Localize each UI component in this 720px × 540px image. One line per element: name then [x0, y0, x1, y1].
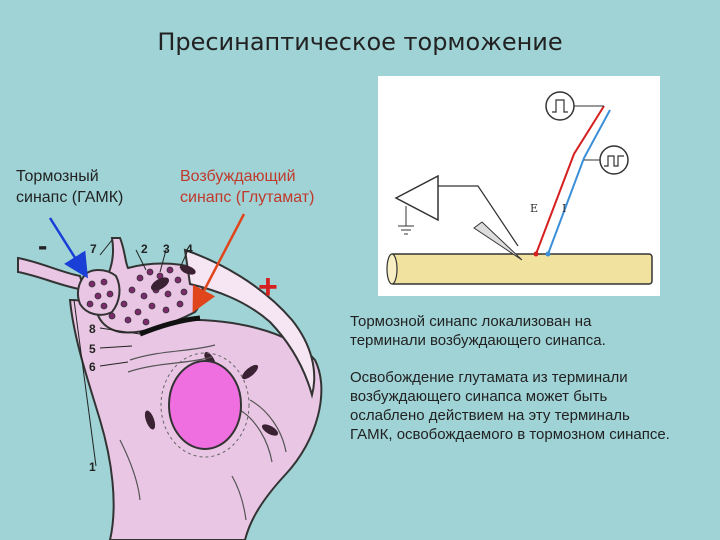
inhibitory-arrow [50, 218, 84, 272]
number-label-1: 1 [89, 460, 96, 474]
number-label-3: 3 [163, 242, 170, 256]
inhibitory-axon [18, 258, 84, 290]
number-label-2: 2 [141, 242, 148, 256]
recording-diagram: E I [378, 76, 660, 296]
number-label-6: 6 [89, 360, 96, 374]
recording-inset: E I [378, 76, 660, 296]
description-paragraph-2: Освобождение глутамата из терминали возб… [350, 368, 670, 444]
number-label-8: 8 [89, 322, 96, 336]
number-label-5: 5 [89, 342, 96, 356]
amplifier [396, 176, 438, 220]
number-label-7: 7 [90, 242, 97, 256]
inhibitory-terminal [78, 270, 120, 315]
plus-sign: + [258, 272, 278, 302]
inhibitory-fiber [548, 110, 610, 254]
excitatory-fiber [536, 106, 604, 254]
label-e: E [530, 202, 538, 215]
stimulator-1 [546, 92, 574, 120]
number-label-4: 4 [186, 242, 193, 256]
description-paragraph-1: Тормозной синапс локализован на терминал… [350, 312, 670, 350]
label-i: I [562, 202, 566, 215]
nucleus [169, 361, 241, 449]
minus-sign: - [38, 230, 47, 262]
